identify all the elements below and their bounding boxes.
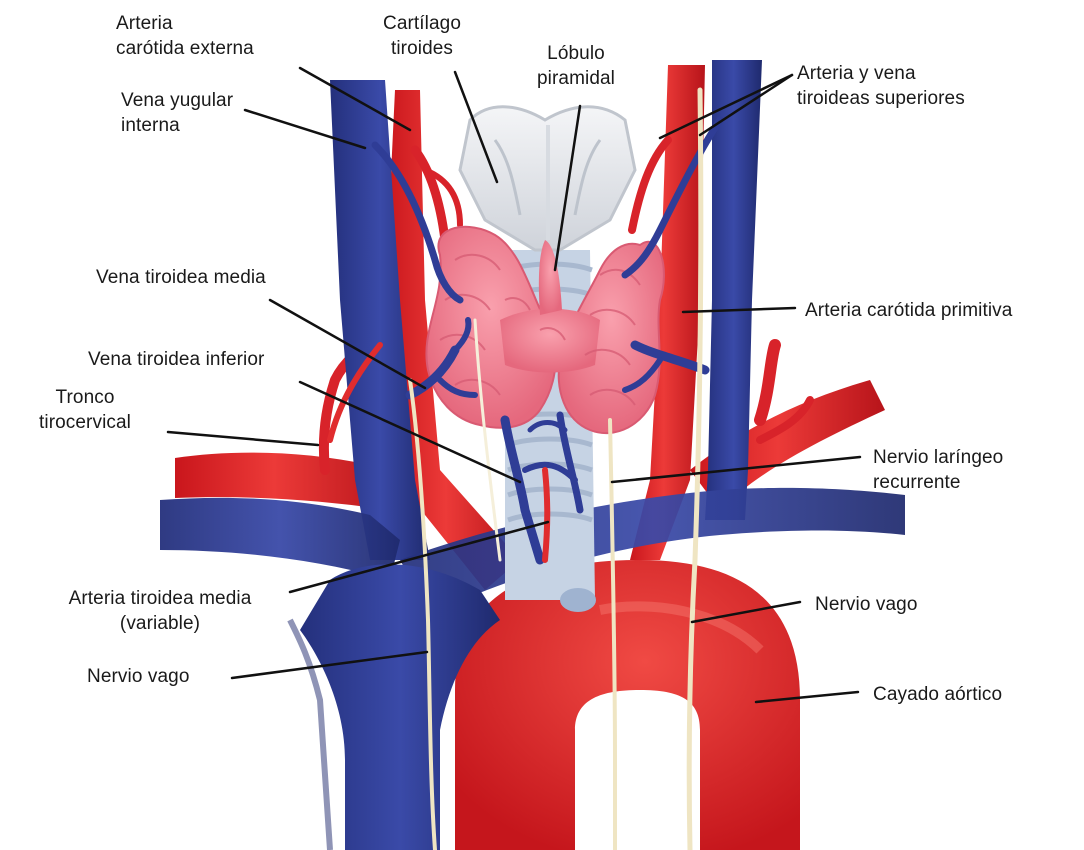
- label-lobulo-piramidal: Lóbulo piramidal: [526, 41, 626, 91]
- label-line: carótida externa: [116, 36, 254, 61]
- leader-tronco-tirocervical: [168, 432, 318, 445]
- label-line: recurrente: [873, 470, 1003, 495]
- label-line: (variable): [30, 611, 290, 636]
- label-line: Vena yugular: [121, 88, 233, 113]
- label-arteria-tiroidea-media: Arteria tiroidea media (variable): [30, 586, 290, 636]
- label-nervio-vago-left: Nervio vago: [87, 664, 189, 689]
- label-line: tiroideas superiores: [797, 86, 965, 111]
- label-cartilago-tiroides: Cartílago tiroides: [372, 11, 472, 61]
- label-line: Cayado aórtico: [873, 682, 1002, 707]
- label-vena-yugular-interna: Vena yugular interna: [121, 88, 233, 138]
- label-line: Vena tiroidea inferior: [88, 347, 264, 372]
- label-nervio-vago-right: Nervio vago: [815, 592, 917, 617]
- label-vena-tiroidea-media: Vena tiroidea media: [96, 265, 266, 290]
- label-arteria-carotida-externa: Arteria carótida externa: [116, 11, 254, 61]
- label-line: Arteria: [116, 11, 254, 36]
- label-tronco-tirocervical: Tronco tirocervical: [5, 385, 165, 435]
- label-arteria-vena-tiroideas-superiores: Arteria y vena tiroideas superiores: [797, 61, 965, 111]
- label-line: piramidal: [526, 66, 626, 91]
- label-arteria-carotida-primitiva: Arteria carótida primitiva: [805, 298, 1012, 323]
- thyroid-gland: [426, 227, 664, 433]
- label-nervio-laringeo-recurrente: Nervio laríngeo recurrente: [873, 445, 1003, 495]
- label-line: Nervio vago: [87, 664, 189, 689]
- label-line: Vena tiroidea media: [96, 265, 266, 290]
- thyroid-cartilage: [460, 107, 635, 250]
- label-line: Cartílago: [372, 11, 472, 36]
- label-line: Nervio vago: [815, 592, 917, 617]
- label-line: tiroides: [372, 36, 472, 61]
- label-line: Nervio laríngeo: [873, 445, 1003, 470]
- label-cayado-aortico: Cayado aórtico: [873, 682, 1002, 707]
- label-vena-tiroidea-inferior: Vena tiroidea inferior: [88, 347, 264, 372]
- label-line: Arteria tiroidea media: [30, 586, 290, 611]
- label-line: tirocervical: [5, 410, 165, 435]
- aortic-arch: [455, 560, 800, 850]
- label-line: Arteria carótida primitiva: [805, 298, 1012, 323]
- label-line: Arteria y vena: [797, 61, 965, 86]
- label-line: Lóbulo: [526, 41, 626, 66]
- label-line: interna: [121, 113, 233, 138]
- label-line: Tronco: [5, 385, 165, 410]
